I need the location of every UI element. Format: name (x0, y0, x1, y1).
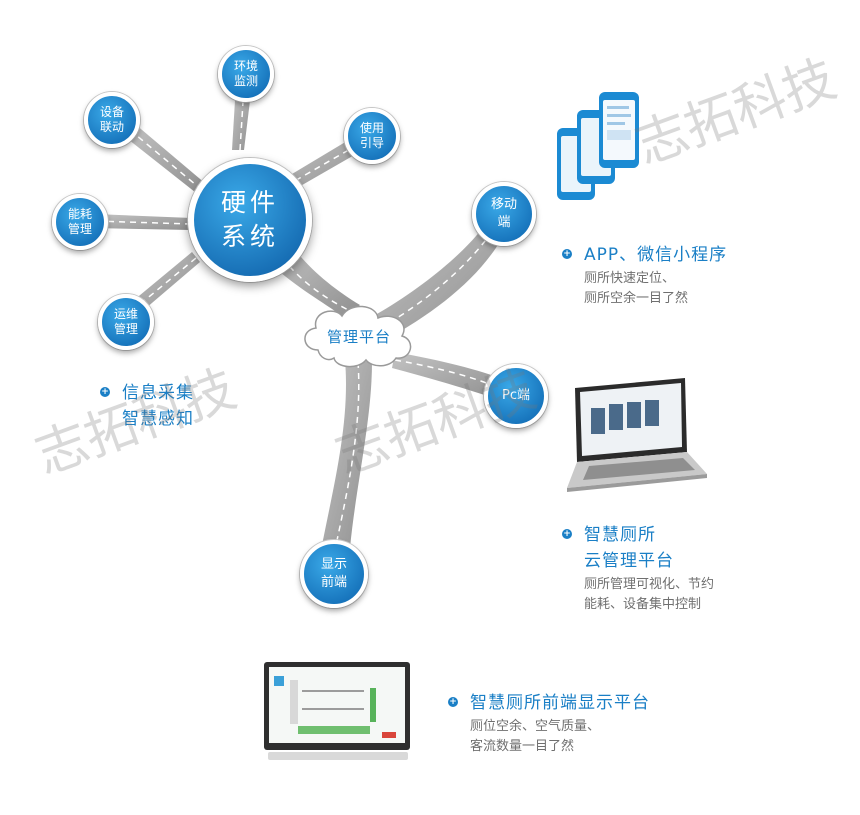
node-label: 前端 (320, 575, 347, 590)
node-energy-mgmt: 能耗管理 (52, 194, 108, 250)
plus-circle-icon: + (448, 697, 458, 707)
arm-cloud-pc (392, 352, 505, 400)
node-label: 显示 (320, 557, 347, 572)
section-desc: 厕位空余、空气质量、 客流数量一目了然 (470, 717, 650, 757)
monitor-icon (264, 662, 410, 760)
cloud-shape (304, 305, 412, 368)
section-app: + APP、微信小程序 厕所快速定位、 厕所空余一目了然 (562, 244, 727, 309)
desc-line: 能耗、设备集中控制 (584, 597, 702, 612)
section-title: 智慧厕所前端显示平台 (470, 693, 650, 713)
node-label: 环境 (233, 59, 258, 73)
node-label: 使用 (359, 121, 384, 135)
phones-illustration (557, 92, 639, 200)
node-label: 管理 (67, 222, 92, 236)
arm-cloud-display (322, 360, 372, 548)
node-label: Pc端 (502, 388, 530, 403)
node-label: 端 (497, 215, 511, 230)
section-title: 信息采集 (122, 383, 194, 403)
hub-node: 硬件 系统 (188, 158, 312, 282)
section-title: 智慧感知 (122, 409, 194, 429)
node-label: 移动 (490, 197, 517, 212)
node-ops-mgmt: 运维管理 (98, 294, 154, 350)
node-label: 管理 (113, 322, 138, 336)
node-device-link: 设备联动 (84, 92, 140, 148)
node-usage-guide: 使用引导 (344, 108, 400, 164)
node-label: 联动 (99, 120, 124, 134)
arm-cloud-mobile (370, 215, 510, 340)
node-mobile-terminal: 移动端 (472, 182, 536, 246)
section-cloud-platform: + 智慧厕所 云管理平台 厕所管理可视化、节约 能耗、设备集中控制 (562, 524, 714, 615)
plus-circle-icon: + (562, 529, 572, 539)
hub-arm-dashes (93, 85, 367, 316)
hub-label-2: 系统 (220, 222, 279, 251)
desc-line: 厕所管理可视化、节约 (584, 577, 715, 592)
phone-icon (557, 92, 639, 200)
section-desc: 厕所快速定位、 厕所空余一目了然 (584, 269, 727, 309)
laptop-icon (567, 378, 707, 492)
desc-line: 客流数量一目了然 (470, 739, 575, 754)
display-illustration (264, 662, 410, 760)
plus-circle-icon: + (100, 387, 110, 397)
section-title: APP、微信小程序 (584, 245, 728, 265)
section-title: 智慧厕所 (584, 525, 656, 545)
plus-circle-icon: + (562, 249, 572, 259)
node-env-monitor: 环境监测 (218, 46, 274, 102)
laptop-illustration (567, 378, 707, 492)
section-info-collect: + 信息采集 智慧感知 (100, 382, 194, 430)
node-label: 引导 (359, 136, 384, 150)
desc-line: 厕所快速定位、 (584, 271, 676, 286)
node-label: 监测 (233, 74, 258, 88)
cloud-label: 管理平台 (326, 328, 391, 346)
section-desc: 厕所管理可视化、节约 能耗、设备集中控制 (584, 575, 714, 615)
section-title: 云管理平台 (584, 551, 674, 571)
desc-line: 厕所空余一目了然 (584, 291, 689, 306)
desc-line: 厕位空余、空气质量、 (470, 719, 601, 734)
node-label: 设备 (99, 105, 124, 119)
section-front-display: + 智慧厕所前端显示平台 厕位空余、空气质量、 客流数量一目了然 (448, 692, 650, 757)
node-label: 运维 (113, 307, 138, 321)
node-pc-terminal: Pc端 (484, 364, 548, 428)
hub-label-1: 硬件 (220, 188, 279, 217)
node-label: 能耗 (67, 207, 92, 221)
node-display-terminal: 显示前端 (300, 540, 368, 608)
